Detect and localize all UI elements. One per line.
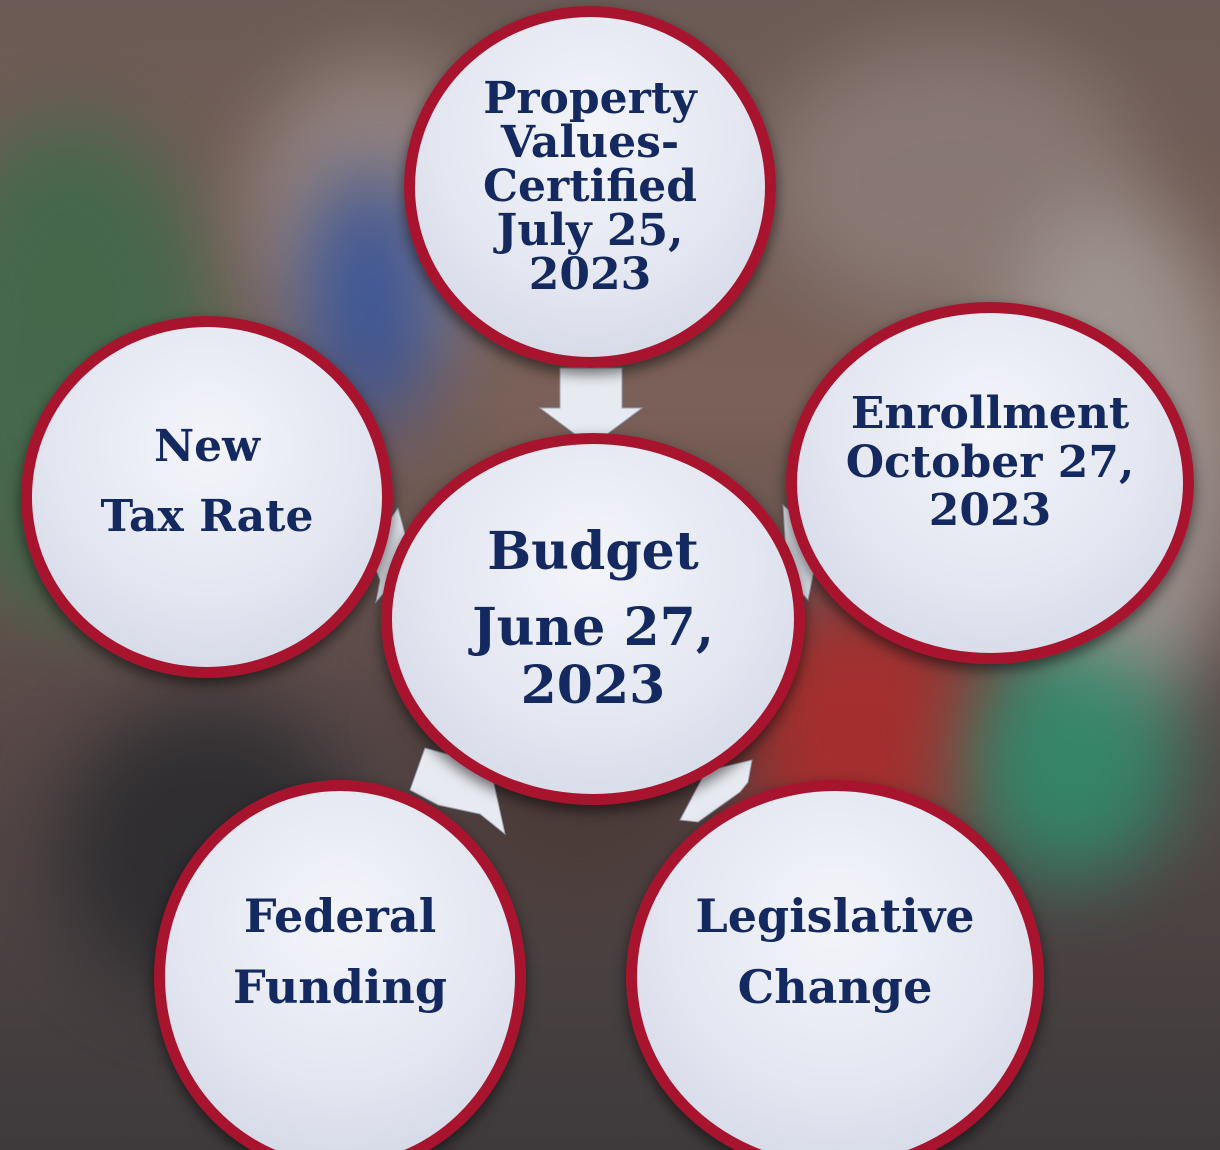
legislative-change-node: Legislative Change — [626, 780, 1044, 1150]
property-values-line: Values- — [500, 117, 680, 168]
tax-rate-node: New Tax Rate — [21, 316, 393, 678]
legislative-change-line: Change — [737, 960, 933, 1014]
property-values-line: 2023 — [528, 249, 652, 300]
property-values-line: Certified — [483, 161, 697, 212]
enrollment-node: Enrollment October 27, 2023 — [786, 302, 1194, 664]
arrow-property-to-budget — [538, 367, 644, 447]
property-values-node: Property Values- Certified July 25, 2023 — [404, 6, 776, 368]
background-blur — [960, 640, 1180, 880]
property-values-line: Property — [483, 73, 697, 124]
enrollment-line: October 27, — [845, 436, 1135, 488]
property-values-line: July 25, — [496, 205, 684, 256]
federal-funding-line: Funding — [233, 960, 447, 1014]
federal-funding-line: Federal — [243, 888, 437, 943]
budget-node: Budget June 27, 2023 — [381, 433, 805, 805]
legislative-change-line: Legislative — [695, 888, 975, 943]
budget-date-line1: June 27, — [472, 596, 714, 658]
enrollment-line: 2023 — [928, 485, 1052, 537]
tax-rate-line: New — [153, 420, 261, 472]
budget-date-line2: 2023 — [520, 655, 666, 717]
budget-title: Budget — [487, 520, 699, 582]
tax-rate-line: Tax Rate — [100, 491, 314, 542]
federal-funding-node: Federal Funding — [154, 780, 526, 1150]
enrollment-line: Enrollment — [850, 388, 1130, 440]
